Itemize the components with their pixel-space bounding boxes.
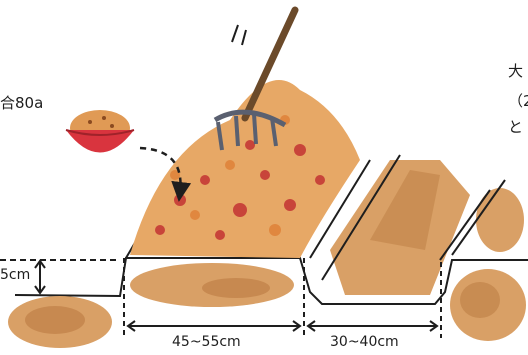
furrow-width-label: 30~40cm	[330, 335, 399, 349]
soil-ridge-right-shade	[460, 282, 500, 318]
fertilizer-bowl-icon	[66, 110, 134, 153]
soil-bed-far	[476, 188, 524, 252]
ridge-width-label: 45~55cm	[172, 335, 241, 349]
note-line-1: 大	[508, 64, 523, 79]
fertilizer-amount-label: 合80a	[0, 96, 43, 111]
note-line-3: と	[508, 120, 523, 135]
note-line-2: （2	[508, 94, 528, 109]
depth-label: 5cm	[0, 268, 30, 282]
soil-ridge-front-shade	[202, 278, 270, 298]
soil-clod-left-shade	[25, 306, 85, 334]
